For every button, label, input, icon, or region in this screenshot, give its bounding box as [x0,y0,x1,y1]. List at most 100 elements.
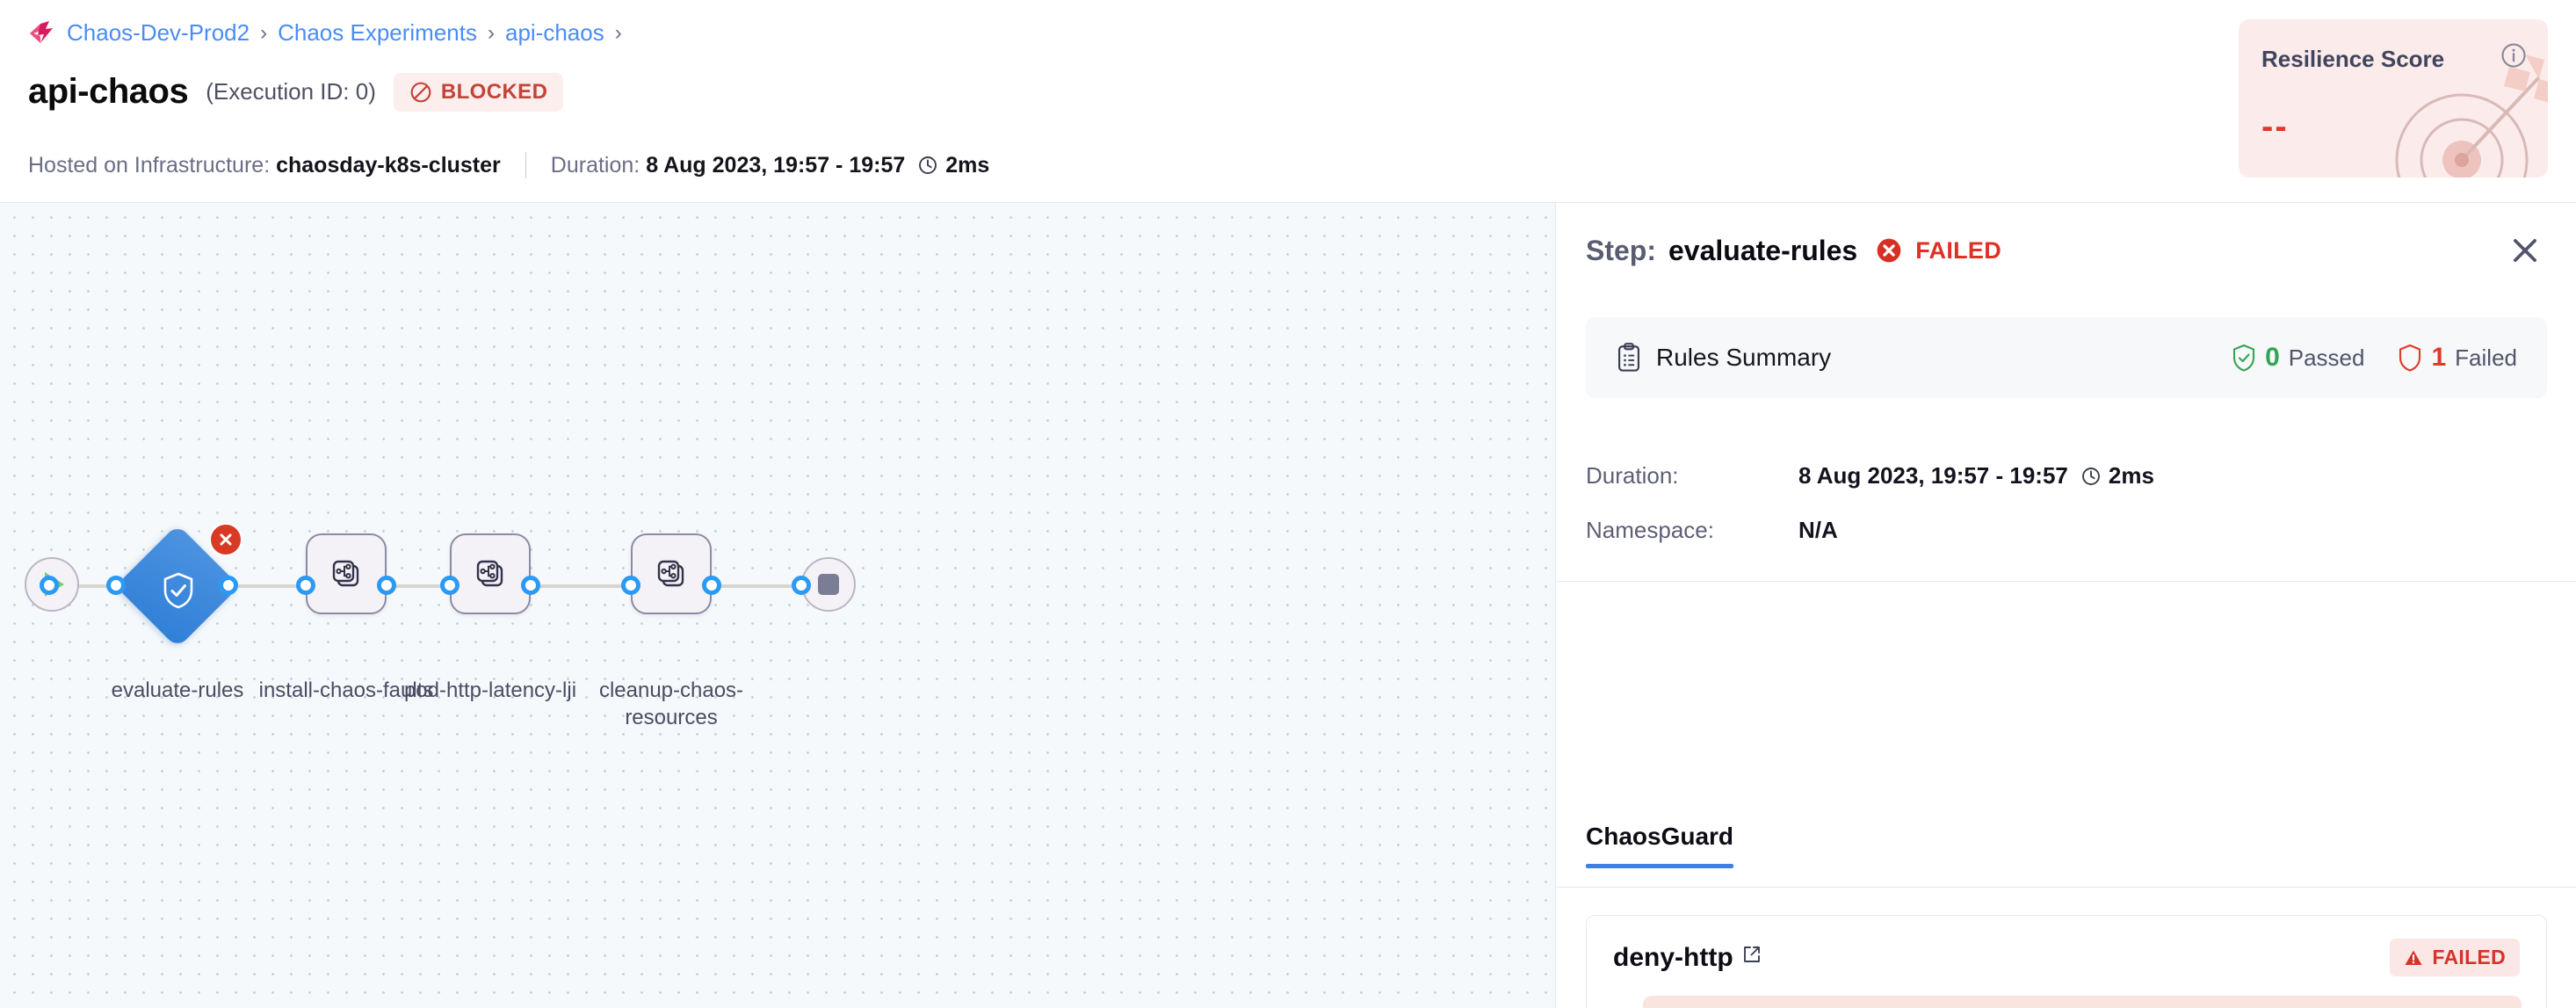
detail-key-duration: Duration: [1586,462,1679,489]
pipeline-graph: evaluate-rules install-chaos-faults [0,203,1555,1008]
edge-cleanup-to-end [703,584,810,588]
duration-time: 2ms [945,152,990,178]
meta-divider [525,152,526,178]
rule-name: deny-http [1613,943,1762,973]
node-pod-http-latency[interactable] [450,533,531,614]
port-cleanup-in[interactable] [621,576,640,595]
node-label-install-chaos-faults: install-chaos-faults [258,678,434,702]
port-end-in[interactable] [792,576,811,595]
status-badge-label: BLOCKED [440,79,548,104]
panel-tabs: ChaosGuard [1586,823,1734,868]
rules-failed-count: 1 [2431,343,2447,372]
page-body: evaluate-rules install-chaos-faults [0,203,2576,1008]
port-start-out[interactable] [40,576,59,595]
breadcrumb-item-1[interactable]: Chaos Experiments [278,19,477,46]
tab-chaosguard[interactable]: ChaosGuard [1586,823,1734,868]
port-evaluate-rules-in[interactable] [106,576,126,595]
rule-name-text: deny-http [1613,942,1733,972]
port-evaluate-rules-out[interactable] [219,576,238,595]
rules-summary-stats: 0 Passed 1 Failed [2232,343,2517,373]
edge-evaluate-rules-to-install [211,584,316,588]
step-panel-header: Step: evaluate-rules FAILED [1556,203,2576,298]
rule-card-header: deny-http FAILED [1613,939,2520,976]
page-title: api-chaos [28,72,189,111]
port-install-in[interactable] [296,576,315,595]
duration-label: Duration: [550,152,640,178]
rules-summary-title: Rules Summary [1656,344,1832,371]
chaos-fault-icon [476,560,503,587]
stop-icon [818,574,839,595]
step-title: Step: evaluate-rules [1586,235,1903,267]
title-row: api-chaos (Execution ID: 0) BLOCKED [28,72,564,112]
node-label-cleanup-chaos-resources: cleanup-chaos-resources [598,678,744,729]
breadcrumb-item-0[interactable]: Chaos-Dev-Prod2 [67,19,250,46]
node-install-chaos-faults[interactable] [306,533,387,614]
rules-failed-stat: 1 Failed [2398,343,2517,373]
node-label-evaluate-rules: evaluate-rules [111,678,244,702]
info-icon[interactable] [2500,42,2527,69]
rules-summary-heading: Rules Summary [1616,343,1831,373]
execution-meta: Hosted on Infrastructure: chaosday-k8s-c… [28,152,989,178]
infra-label: Hosted on Infrastructure: [28,152,271,178]
step-name: evaluate-rules [1668,234,1858,266]
port-install-out[interactable] [377,576,396,595]
port-pod-http-out[interactable] [521,576,540,595]
node-cleanup-chaos-resources[interactable] [631,533,712,614]
rule-card-deny-http: deny-http FAILED [1586,915,2547,1008]
detail-duration-range: 8 Aug 2023, 19:57 - 19:57 [1798,462,2068,489]
conditions-failed-box: 1 / 1 Conditions Failed The rule has fai… [1643,996,2522,1008]
breadcrumb-separator: › [260,20,268,45]
duration-value: 8 Aug 2023, 19:57 - 19:57 [646,152,906,178]
rules-passed-label: Passed [2288,344,2365,371]
step-label: Step: [1586,234,1656,266]
execution-id: (Execution ID: 0) [206,78,376,105]
port-cleanup-out[interactable] [702,576,721,595]
shield-check-icon [2233,344,2255,372]
edge-pod-http-to-cleanup [522,584,629,588]
node-error-badge [209,523,242,556]
rule-status-badge: FAILED [2390,939,2520,976]
clock-icon [919,156,937,174]
close-icon[interactable] [2508,234,2542,267]
breadcrumb: Chaos-Dev-Prod2 › Chaos Experiments › ap… [28,19,622,47]
shield-alert-icon [2399,344,2421,372]
step-status: FAILED [1915,236,2002,264]
port-pod-http-in[interactable] [440,576,459,595]
rule-status-label: FAILED [2432,946,2506,968]
rules-passed-count: 0 [2265,343,2280,372]
detail-key-namespace: Namespace: [1586,517,1714,543]
blocked-icon [410,82,431,102]
external-link-icon[interactable] [1742,945,1762,964]
resilience-score-value: -- [2261,107,2289,146]
rules-failed-label: Failed [2455,344,2517,371]
error-x-icon [220,533,232,546]
panel-divider [1556,581,2576,582]
breadcrumb-separator: › [614,20,622,45]
pipeline-canvas[interactable]: evaluate-rules install-chaos-faults [0,203,1555,1008]
infra-value: chaosday-k8s-cluster [276,152,501,178]
shield-check-icon [163,572,193,609]
clipboard-icon [1617,343,1640,372]
breadcrumb-item-2[interactable]: api-chaos [504,19,604,46]
step-details-panel: Step: evaluate-rules FAILED [1555,203,2576,1008]
node-evaluate-rules[interactable] [115,523,242,649]
detail-value-namespace: N/A [1798,517,1838,543]
error-x-circle-icon [1877,238,1901,263]
breadcrumb-separator: › [487,20,495,45]
edge-install-to-pod-http [378,584,483,588]
status-badge: BLOCKED [393,72,564,112]
rules-passed-stat: 0 Passed [2232,343,2364,373]
chaos-fault-icon [657,560,684,587]
node-label-pod-http-latency: pod-http-latency-lji [403,678,577,702]
tabs-underline [1556,887,2576,888]
page-header: Chaos-Dev-Prod2 › Chaos Experiments › ap… [0,0,2576,203]
chaos-logo-icon [30,20,53,43]
detail-value-duration: 8 Aug 2023, 19:57 - 19:57 2ms [1798,462,2154,489]
resilience-score-title: Resilience Score [2261,46,2445,72]
detail-duration-time: 2ms [2108,462,2154,489]
rules-summary-card: Rules Summary 0 Passed [1586,317,2547,398]
chaos-fault-icon [332,560,359,587]
warning-triangle-icon [2405,950,2422,965]
resilience-score-card: Resilience Score -- [2239,19,2548,178]
